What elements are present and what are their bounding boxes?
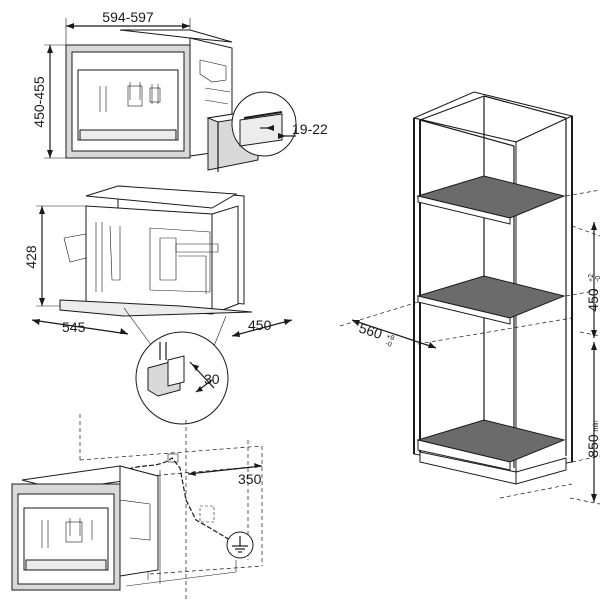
- body-height-label: 428: [23, 245, 39, 269]
- body-width-label: 450: [248, 317, 272, 333]
- offset-label: 30: [204, 371, 220, 387]
- panel-thickness-label: 19-22: [292, 121, 328, 137]
- front-view: 594-597 450-455 19-22: [31, 9, 328, 172]
- install-view: 350: [11, 414, 263, 600]
- front-height-label: 450-455: [31, 76, 47, 128]
- front-width-label: 594-597: [102, 9, 154, 25]
- cabinet-depth-label: 560: [357, 320, 384, 343]
- floor-height-suffix: min: [593, 420, 600, 431]
- body-depth-label: 545: [62, 319, 86, 335]
- cabinet-depth-tol-lower: -0: [384, 340, 392, 349]
- cable-distance-label: 350: [238, 471, 262, 487]
- niche-height-tol-lower: -0: [595, 276, 600, 282]
- cabinet-view: 560 +8 -0 450 +2 -0 850 min: [339, 91, 600, 505]
- cabinet-depth-tol-upper: +8: [385, 333, 395, 342]
- niche-height-label: 450: [585, 288, 600, 312]
- niche-height-tol-upper: +2: [588, 274, 595, 282]
- side-view: 428 545 450 30: [23, 185, 293, 425]
- floor-height-label: 850: [585, 434, 600, 458]
